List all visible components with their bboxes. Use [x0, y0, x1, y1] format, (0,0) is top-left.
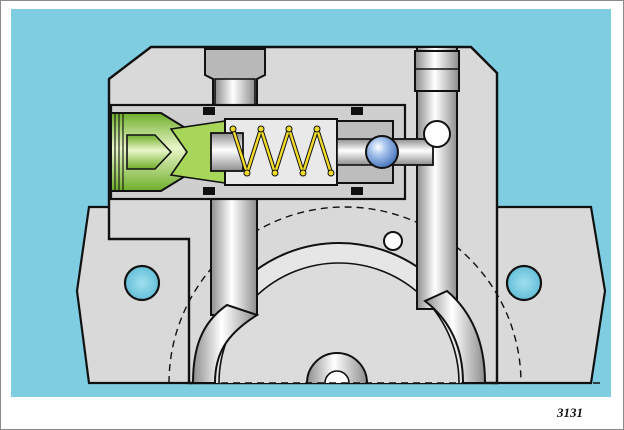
- thread-lines: [114, 113, 124, 191]
- left-passage: [210, 184, 258, 316]
- seal-rings: [203, 107, 363, 195]
- top-plug-right: [414, 50, 460, 92]
- top-plug-left-face: [214, 78, 256, 106]
- check-ball-icon: [365, 135, 399, 169]
- right-bolt-hole: [505, 264, 543, 302]
- shaft-bore-inner: [324, 370, 350, 384]
- spring-icon: [229, 125, 335, 177]
- shaft-bore: [306, 352, 368, 384]
- small-bore-hole: [383, 231, 403, 251]
- figure-number: 3131: [557, 405, 583, 420]
- outlet-port: [423, 120, 451, 148]
- valve-cross-section: [11, 9, 611, 397]
- diagram-scene: [11, 9, 611, 397]
- right-curved-channel: [423, 289, 487, 384]
- left-bolt-hole: [123, 264, 161, 302]
- inlet-cone: [126, 134, 173, 170]
- rotor-outline-dashed: [168, 206, 522, 384]
